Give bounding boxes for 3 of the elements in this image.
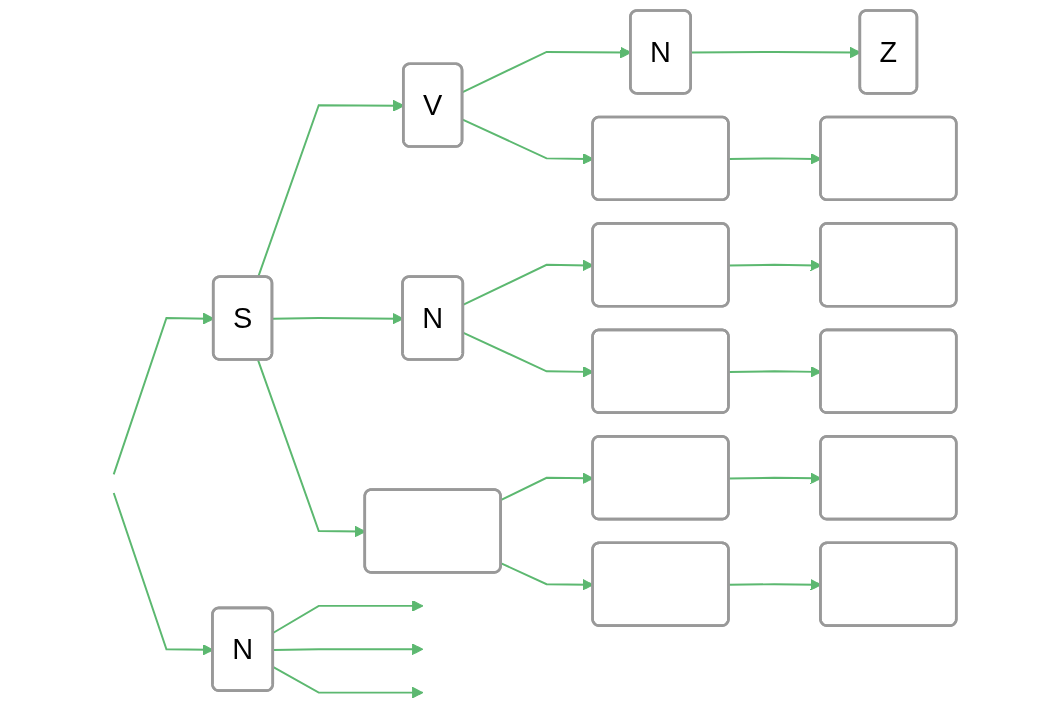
arrow [272,666,424,699]
arrow [272,643,424,656]
arrow [272,600,424,634]
